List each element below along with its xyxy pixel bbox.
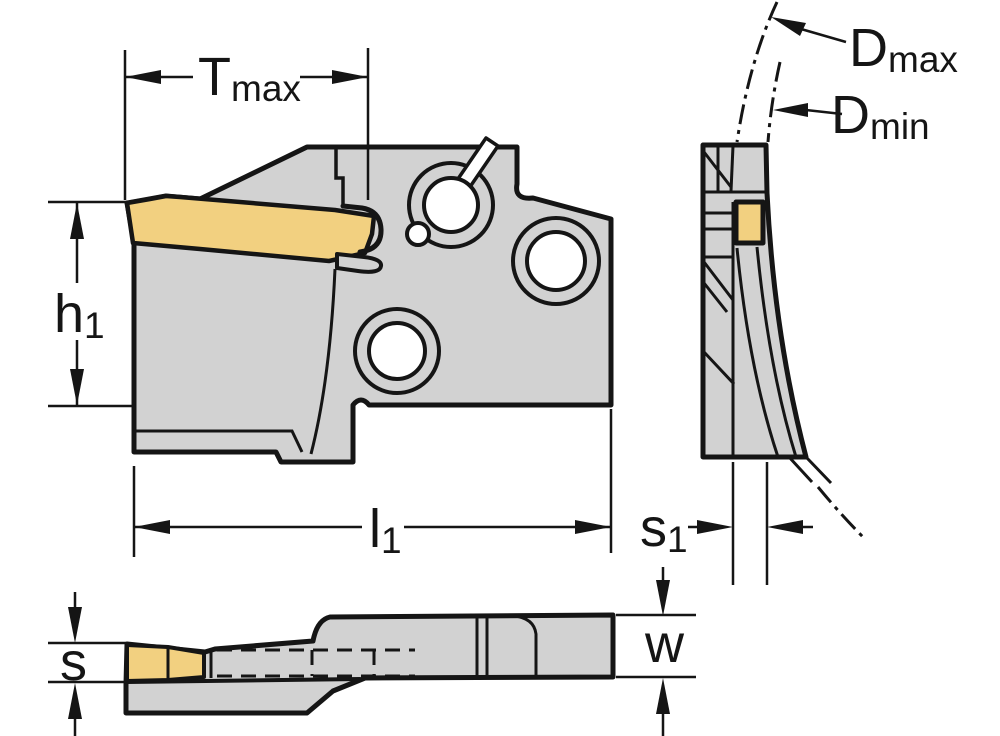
mounting-hole-upper-bore: [525, 230, 587, 292]
detail-line: [702, 282, 729, 313]
arrowhead: [697, 520, 733, 534]
plan-body-outline: [123, 612, 616, 716]
leader-line: [805, 108, 843, 116]
mounting-hole-lower-ring: [353, 307, 441, 395]
arrowhead: [70, 203, 84, 239]
detail-line: [702, 151, 733, 188]
dimension-h1: h1: [48, 200, 134, 408]
detail-line: [702, 350, 736, 386]
dim-label-s1: s1: [640, 498, 688, 560]
insert-side-section: [733, 199, 766, 246]
arrowhead: [68, 683, 82, 719]
side-view: [700, 1, 866, 540]
leader-line: [800, 27, 847, 44]
clamp-nose-hook: [340, 203, 384, 255]
clamp-step-edge: [334, 149, 345, 204]
front-view: [124, 136, 614, 465]
dim-label-dmin: Dmin: [831, 85, 930, 147]
dimension-l1: l1: [132, 409, 613, 561]
dim-label-dmax: Dmax: [849, 18, 958, 80]
mounting-hole-lower-bore: [367, 321, 427, 381]
dimension-s: s: [48, 592, 126, 736]
plan-view: [123, 612, 616, 716]
arrowhead: [773, 103, 808, 117]
callout-dmin: Dmin: [773, 85, 930, 147]
mounting-hole-upper-ring: [511, 216, 601, 306]
clamp-screw-ring: [407, 161, 495, 249]
arrowhead: [332, 70, 368, 84]
dmin-arc: [766, 61, 782, 143]
workpiece-edge-solid: [804, 455, 833, 485]
arrowhead: [771, 17, 806, 36]
insert-front: [124, 193, 377, 264]
arrowhead: [767, 520, 803, 534]
dimension-tmax: Tmax: [123, 47, 370, 200]
shank-fillet-line: [513, 614, 538, 677]
arrowhead: [68, 607, 82, 643]
dmax-arc: [735, 1, 779, 143]
foot-step-line: [134, 429, 304, 453]
arrowhead: [125, 70, 161, 84]
coolant-hole: [405, 221, 431, 247]
insert-seat-lobe: [335, 252, 384, 274]
detail-line: [729, 145, 735, 192]
insert-plan: [125, 643, 206, 683]
dim-label-l1: l1: [369, 499, 402, 561]
arrowhead: [656, 678, 670, 714]
dimension-s1: s1: [640, 462, 813, 585]
blade-curve-line: [735, 247, 780, 458]
arrowhead: [134, 520, 170, 534]
arrowhead: [70, 369, 84, 405]
clamp-screw-bore: [422, 176, 480, 234]
dim-label-s: s: [60, 632, 87, 692]
workpiece-edge-solid: [787, 455, 814, 484]
dim-label-w: w: [644, 614, 685, 674]
dim-label-tmax: Tmax: [198, 47, 301, 109]
callout-dmax: Dmax: [771, 17, 958, 80]
detail-line: [702, 261, 735, 301]
dimension-w: w: [616, 567, 696, 736]
arrowhead: [656, 580, 670, 616]
dim-label-h1: h1: [54, 284, 105, 346]
workpiece-centerline-lower: [816, 486, 866, 540]
side-interior-lines: [702, 145, 798, 458]
blade-seat-line: [309, 268, 337, 455]
blade-curve-line: [755, 246, 798, 458]
arrowhead: [575, 520, 611, 534]
